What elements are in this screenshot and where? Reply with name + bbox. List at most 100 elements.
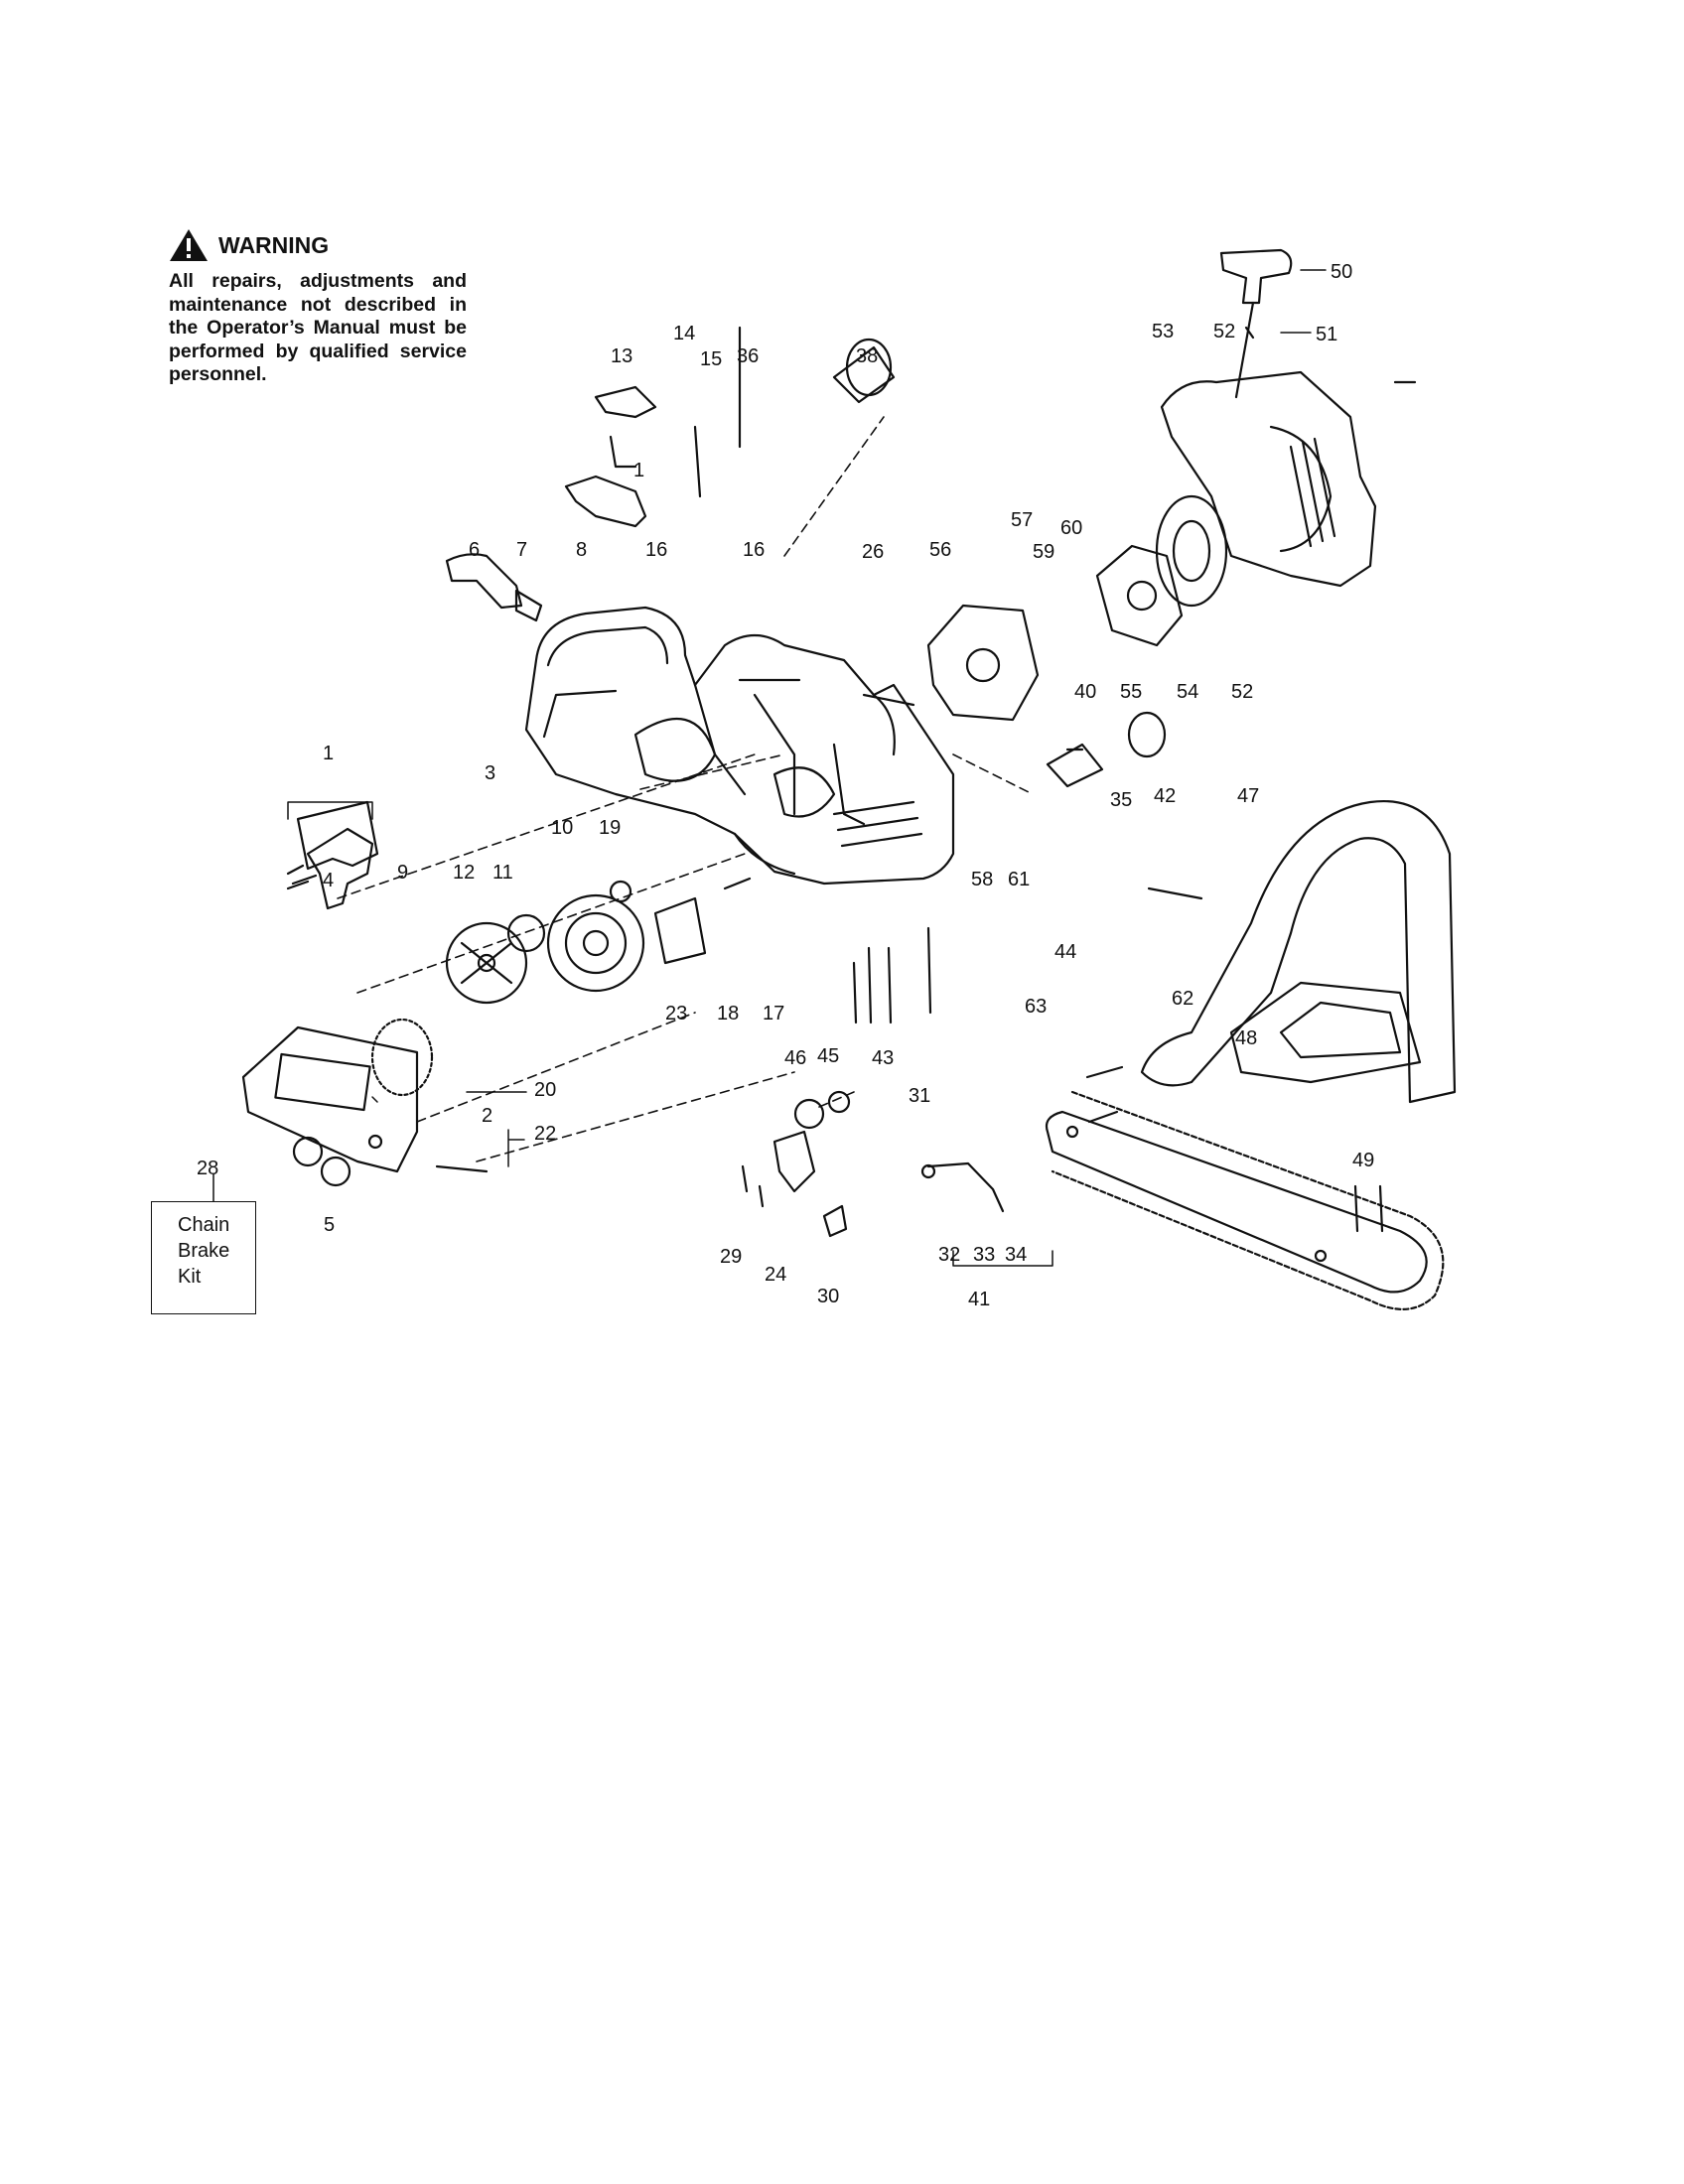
callout-6: 6 — [469, 539, 480, 561]
callout-4: 4 — [323, 870, 334, 891]
callout-50: 50 — [1331, 261, 1352, 283]
callout-1-left: 1 — [323, 743, 334, 764]
callout-29: 29 — [720, 1246, 742, 1268]
warning-header: WARNING — [169, 228, 467, 262]
callout-52-top: 52 — [1213, 321, 1235, 342]
bar-nuts — [292, 1136, 351, 1187]
callout-16-b: 16 — [743, 539, 765, 561]
callout-30: 30 — [817, 1286, 839, 1307]
callout-23: 23 — [665, 1003, 687, 1024]
callout-12: 12 — [453, 862, 475, 884]
callout-19: 19 — [599, 817, 621, 839]
throttle-parts — [445, 553, 543, 622]
callout-44: 44 — [1054, 941, 1076, 963]
guide-bar — [1045, 1110, 1428, 1294]
callout-11: 11 — [492, 862, 513, 884]
callout-63: 63 — [1025, 996, 1047, 1018]
callout-49: 49 — [1352, 1150, 1374, 1171]
callout-58: 58 — [971, 869, 993, 890]
callout-9: 9 — [397, 862, 408, 884]
callout-56: 56 — [929, 539, 951, 561]
callout-59: 59 — [1033, 541, 1054, 563]
oil-line — [920, 1161, 1005, 1213]
callout-47: 47 — [1237, 785, 1259, 807]
fuel-cap — [832, 338, 896, 404]
callout-42: 42 — [1154, 785, 1176, 807]
callout-18: 18 — [717, 1003, 739, 1024]
crankcase-housing — [524, 606, 955, 886]
callout-38: 38 — [856, 345, 878, 367]
warning-title: WARNING — [218, 231, 330, 258]
flywheel — [926, 604, 1040, 722]
callout-52-bottom: 52 — [1231, 681, 1253, 703]
callout-17: 17 — [763, 1003, 784, 1024]
callout-60: 60 — [1060, 517, 1082, 539]
kit-line-3: Kit — [178, 1266, 202, 1288]
saw-chain — [1051, 1090, 1445, 1310]
callout-32: 32 — [938, 1244, 960, 1266]
rewind-spring — [1155, 494, 1228, 608]
callout-36: 36 — [737, 345, 759, 367]
clutch-spring — [370, 1018, 434, 1097]
callout-31: 31 — [909, 1085, 930, 1107]
oil-pump — [772, 1090, 851, 1238]
callout-labels: 50 51 53 52 13 14 15 36 38 1 57 60 59 6 … — [323, 261, 1374, 1310]
warning-triangle-icon — [170, 229, 208, 261]
callout-5: 5 — [324, 1214, 335, 1236]
kit-callout-number: 28 — [197, 1158, 219, 1179]
front-handle-bar — [1140, 800, 1457, 1104]
starter-handle — [1219, 248, 1293, 305]
callout-14: 14 — [673, 323, 695, 344]
hand-guard — [1229, 981, 1422, 1084]
callout-10: 10 — [551, 817, 573, 839]
starter-pulley — [1095, 544, 1184, 647]
callout-54: 54 — [1177, 681, 1198, 703]
callout-33: 33 — [973, 1244, 995, 1266]
callout-34: 34 — [1005, 1244, 1027, 1266]
warning-text: All repairs, adjustments and maintenance… — [169, 270, 467, 385]
callout-53: 53 — [1152, 321, 1174, 342]
callout-7: 7 — [516, 539, 527, 561]
oil-cap — [1046, 711, 1167, 788]
callout-13: 13 — [611, 345, 632, 367]
callout-57: 57 — [1011, 509, 1033, 531]
callout-15: 15 — [700, 348, 722, 370]
callout-16-a: 16 — [645, 539, 667, 561]
callout-1-top: 1 — [633, 460, 644, 481]
callout-48: 48 — [1235, 1027, 1257, 1049]
kit-line-2: Brake — [178, 1240, 230, 1262]
callout-61: 61 — [1008, 869, 1030, 890]
callout-55: 55 — [1120, 681, 1142, 703]
callout-26: 26 — [862, 541, 884, 563]
assembly-guide-lines — [337, 416, 1034, 1162]
warning-notice: WARNING All repairs, adjustments and mai… — [169, 228, 467, 387]
sprocket-cover — [241, 1025, 419, 1173]
callout-62: 62 — [1172, 988, 1193, 1010]
callout-22: 22 — [534, 1123, 556, 1145]
callout-51: 51 — [1316, 324, 1337, 345]
kit-line-1: Chain — [178, 1214, 230, 1236]
callout-43: 43 — [872, 1047, 894, 1069]
callout-24: 24 — [765, 1264, 786, 1286]
starter-cord — [1234, 301, 1255, 399]
clutch-drum — [546, 893, 645, 993]
chain-guide-plate — [653, 896, 707, 965]
callout-45: 45 — [817, 1045, 839, 1067]
washer-19 — [609, 880, 632, 903]
bolts — [435, 326, 1417, 1233]
clutch-assembly — [445, 921, 528, 1005]
washer-11 — [506, 913, 546, 953]
top-cover — [564, 385, 657, 528]
chain-brake-kit-box: Chain Brake Kit — [151, 1201, 256, 1314]
callout-2: 2 — [482, 1105, 492, 1127]
callout-46: 46 — [784, 1047, 806, 1069]
callout-41: 41 — [968, 1289, 990, 1310]
leader-lines — [212, 269, 1327, 1267]
callout-3: 3 — [485, 762, 495, 784]
callout-20: 20 — [534, 1079, 556, 1101]
starter-housing — [1160, 370, 1377, 588]
callout-35: 35 — [1110, 789, 1132, 811]
chain-brake-lever — [286, 827, 374, 910]
callout-40: 40 — [1074, 681, 1096, 703]
